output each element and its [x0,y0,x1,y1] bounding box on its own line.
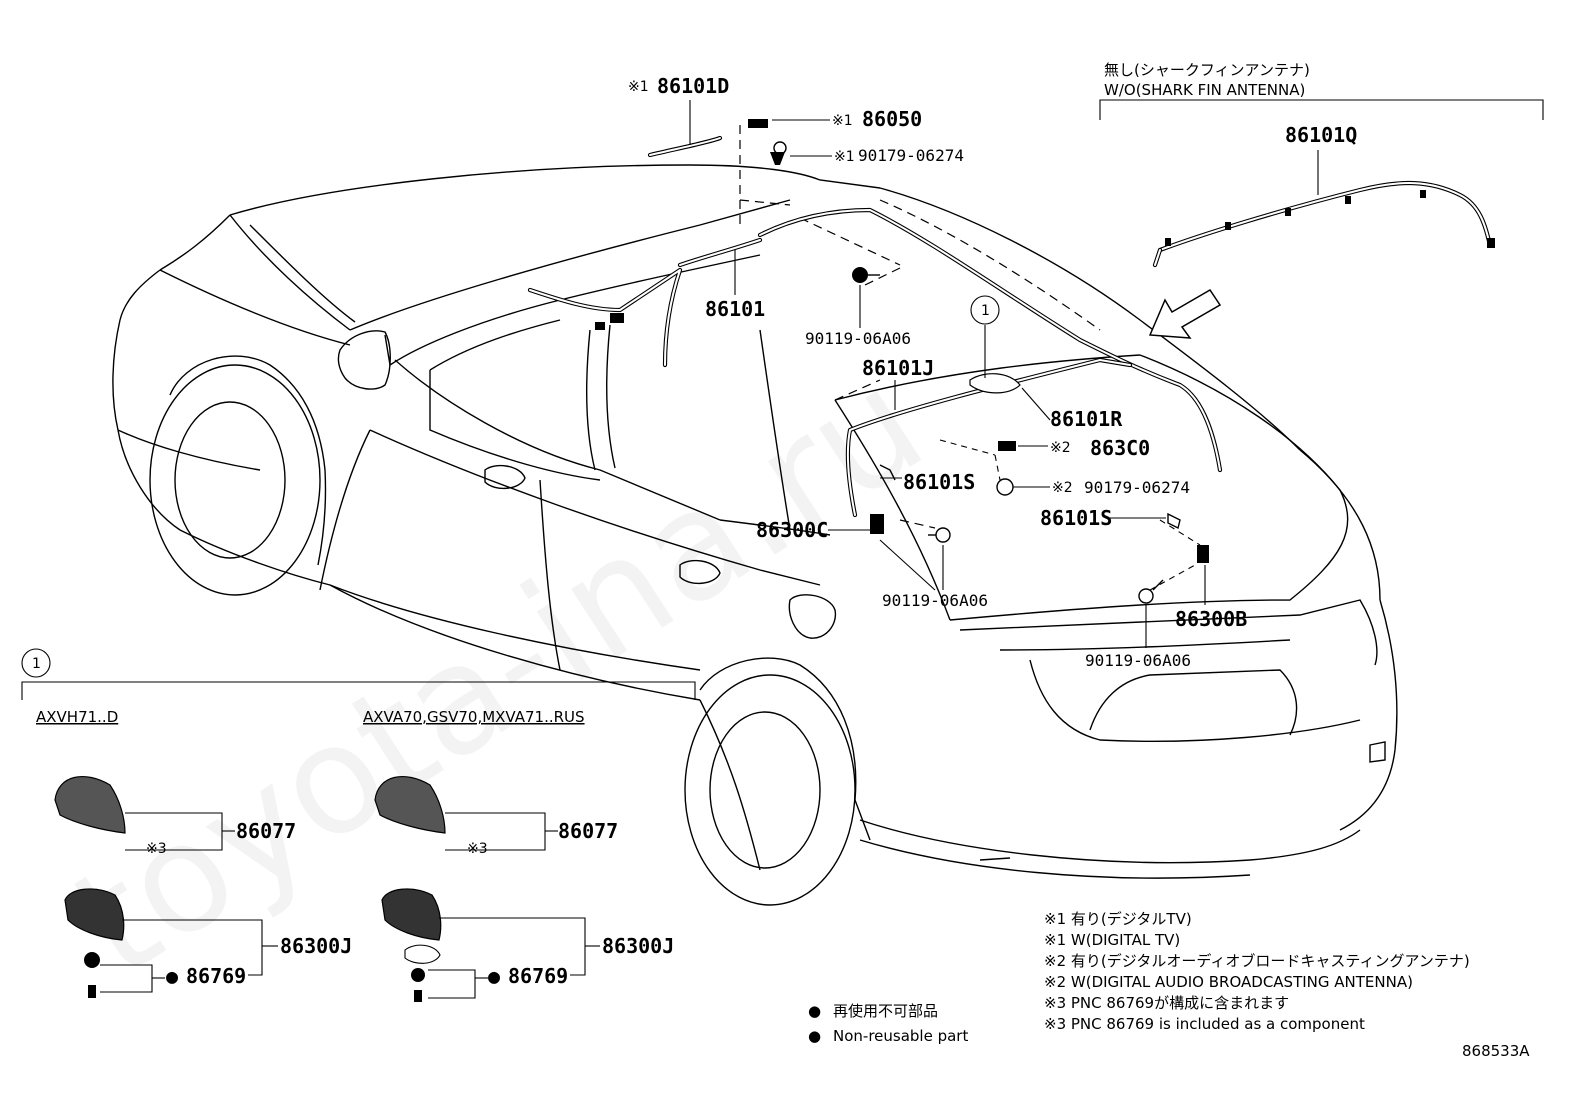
svg-text:※3: ※3 [146,841,167,857]
without-shark-fin-bracket [1099,99,1544,120]
svg-text:1: 1 [981,303,990,319]
callout-863C0: ※2 863C0 [1018,436,1150,460]
svg-text:86300J: 86300J [280,934,352,958]
svg-text:863C0: 863C0 [1090,436,1150,460]
svg-text:86101J: 86101J [862,356,934,380]
callout-ref-1: 1 [970,295,1000,378]
callout-86300C: 86300C [756,518,870,542]
legend: ● 再使用不可部品 ● Non-reusable part [808,1002,968,1045]
gasket-icon [84,952,100,968]
callout-86101R: 86101R [1021,387,1123,431]
without-label-en: W/O(SHARK FIN ANTENNA) [1104,81,1305,99]
footnotes: ※1 有り(デジタルTV) ※1 W(DIGITAL TV) ※2 有り(デジタ… [1044,910,1470,1033]
without-label-jp: 無し(シャークフィンアンテナ) [1104,61,1310,79]
svg-text:AXVH71..D: AXVH71..D [36,708,118,726]
diagram-id: 868533A [1462,1042,1530,1060]
svg-text:86101: 86101 [705,297,765,321]
svg-text:90179-06274: 90179-06274 [858,146,964,165]
antenna-harness [527,135,1495,518]
svg-text:86300J: 86300J [602,934,674,958]
note-3: ※2 有り(デジタルオーディオブロードキャスティングアンテナ) [1044,952,1470,970]
svg-text:86300B: 86300B [1175,607,1247,631]
callout-86101D: ※1 86101D [628,74,729,145]
callout-90119-c: 90119-06A06 [1085,604,1191,670]
callout-86050: ※1 86050 [772,107,922,131]
shark-fin-cover-icon [374,776,446,834]
svg-text:90179-06274: 90179-06274 [1084,478,1190,497]
svg-text:再使用不可部品: 再使用不可部品 [833,1002,938,1020]
svg-text:※2: ※2 [1052,480,1073,496]
svg-text:※3: ※3 [467,841,488,857]
svg-text:86077: 86077 [236,819,296,843]
svg-text:1: 1 [32,656,41,672]
note-1: ※1 有り(デジタルTV) [1044,910,1192,928]
shark-fin-cover-icon [54,776,126,834]
watermark: toyota-ina.ru [45,336,953,1010]
svg-text:86077: 86077 [558,819,618,843]
svg-text:86101R: 86101R [1050,407,1123,431]
svg-text:AXVA70,GSV70,MXVA71..RUS: AXVA70,GSV70,MXVA71..RUS [363,708,585,726]
leader-lines [739,125,1201,591]
callout-86300B: 86300B [1175,565,1247,631]
svg-text:86101D: 86101D [657,74,729,98]
svg-text:Non-reusable part: Non-reusable part [833,1027,968,1045]
svg-text:●: ● [166,964,178,988]
note-2: ※1 W(DIGITAL TV) [1044,931,1180,949]
svg-text:86050: 86050 [862,107,922,131]
callout-90179-1: ※1 90179-06274 [790,146,964,165]
callout-90119-b: 90119-06A06 [879,539,988,610]
svg-text:90119-06A06: 90119-06A06 [805,329,911,348]
svg-text:※1: ※1 [834,149,855,165]
direction-arrow [1148,288,1222,339]
detail-left-variant: AXVH71..D ※3 86077 86300J ● 86769 [36,708,352,998]
callout-86101S-a: 86101S [880,470,975,494]
svg-text:86769: 86769 [186,964,246,988]
callout-90119-a: 90119-06A06 [805,285,911,348]
callout-86101S-b: 86101S [1040,506,1166,530]
gasket-icon [411,968,425,982]
shark-fin-antenna-icon [64,888,125,941]
small-components [595,119,1209,604]
callout-90179-2: ※2 90179-06274 [1013,478,1190,497]
svg-text:●: ● [488,964,500,988]
note-6: ※3 PNC 86769 is included as a component [1044,1015,1365,1033]
callout-86101Q: 86101Q [1285,123,1357,195]
car-outline [112,164,1398,906]
bolt-icon [88,985,96,998]
note-5: ※3 PNC 86769が構成に含まれます [1044,994,1289,1012]
svg-text:86300C: 86300C [756,518,828,542]
detail-section: 1 [21,648,696,700]
svg-text:●: ● [808,1027,821,1045]
bolt-icon [414,990,422,1002]
svg-text:86101S: 86101S [1040,506,1112,530]
svg-text:※2: ※2 [1050,440,1071,456]
svg-text:●: ● [808,1002,821,1020]
svg-text:90119-06A06: 90119-06A06 [1085,651,1191,670]
callout-86101: 86101 [705,250,765,321]
svg-text:※1: ※1 [628,79,649,95]
seal-ring-icon [404,944,441,964]
note-4: ※2 W(DIGITAL AUDIO BROADCASTING ANTENNA) [1044,973,1413,991]
callout-86101J: 86101J [862,356,934,410]
svg-text:86769: 86769 [508,964,568,988]
svg-text:90119-06A06: 90119-06A06 [882,591,988,610]
detail-right-variant: AXVA70,GSV70,MXVA71..RUS ※3 86077 86300J… [363,708,674,1002]
svg-text:86101Q: 86101Q [1285,123,1357,147]
shark-fin-antenna-icon [381,888,442,941]
svg-text:86101S: 86101S [903,470,975,494]
svg-text:※1: ※1 [832,113,853,129]
